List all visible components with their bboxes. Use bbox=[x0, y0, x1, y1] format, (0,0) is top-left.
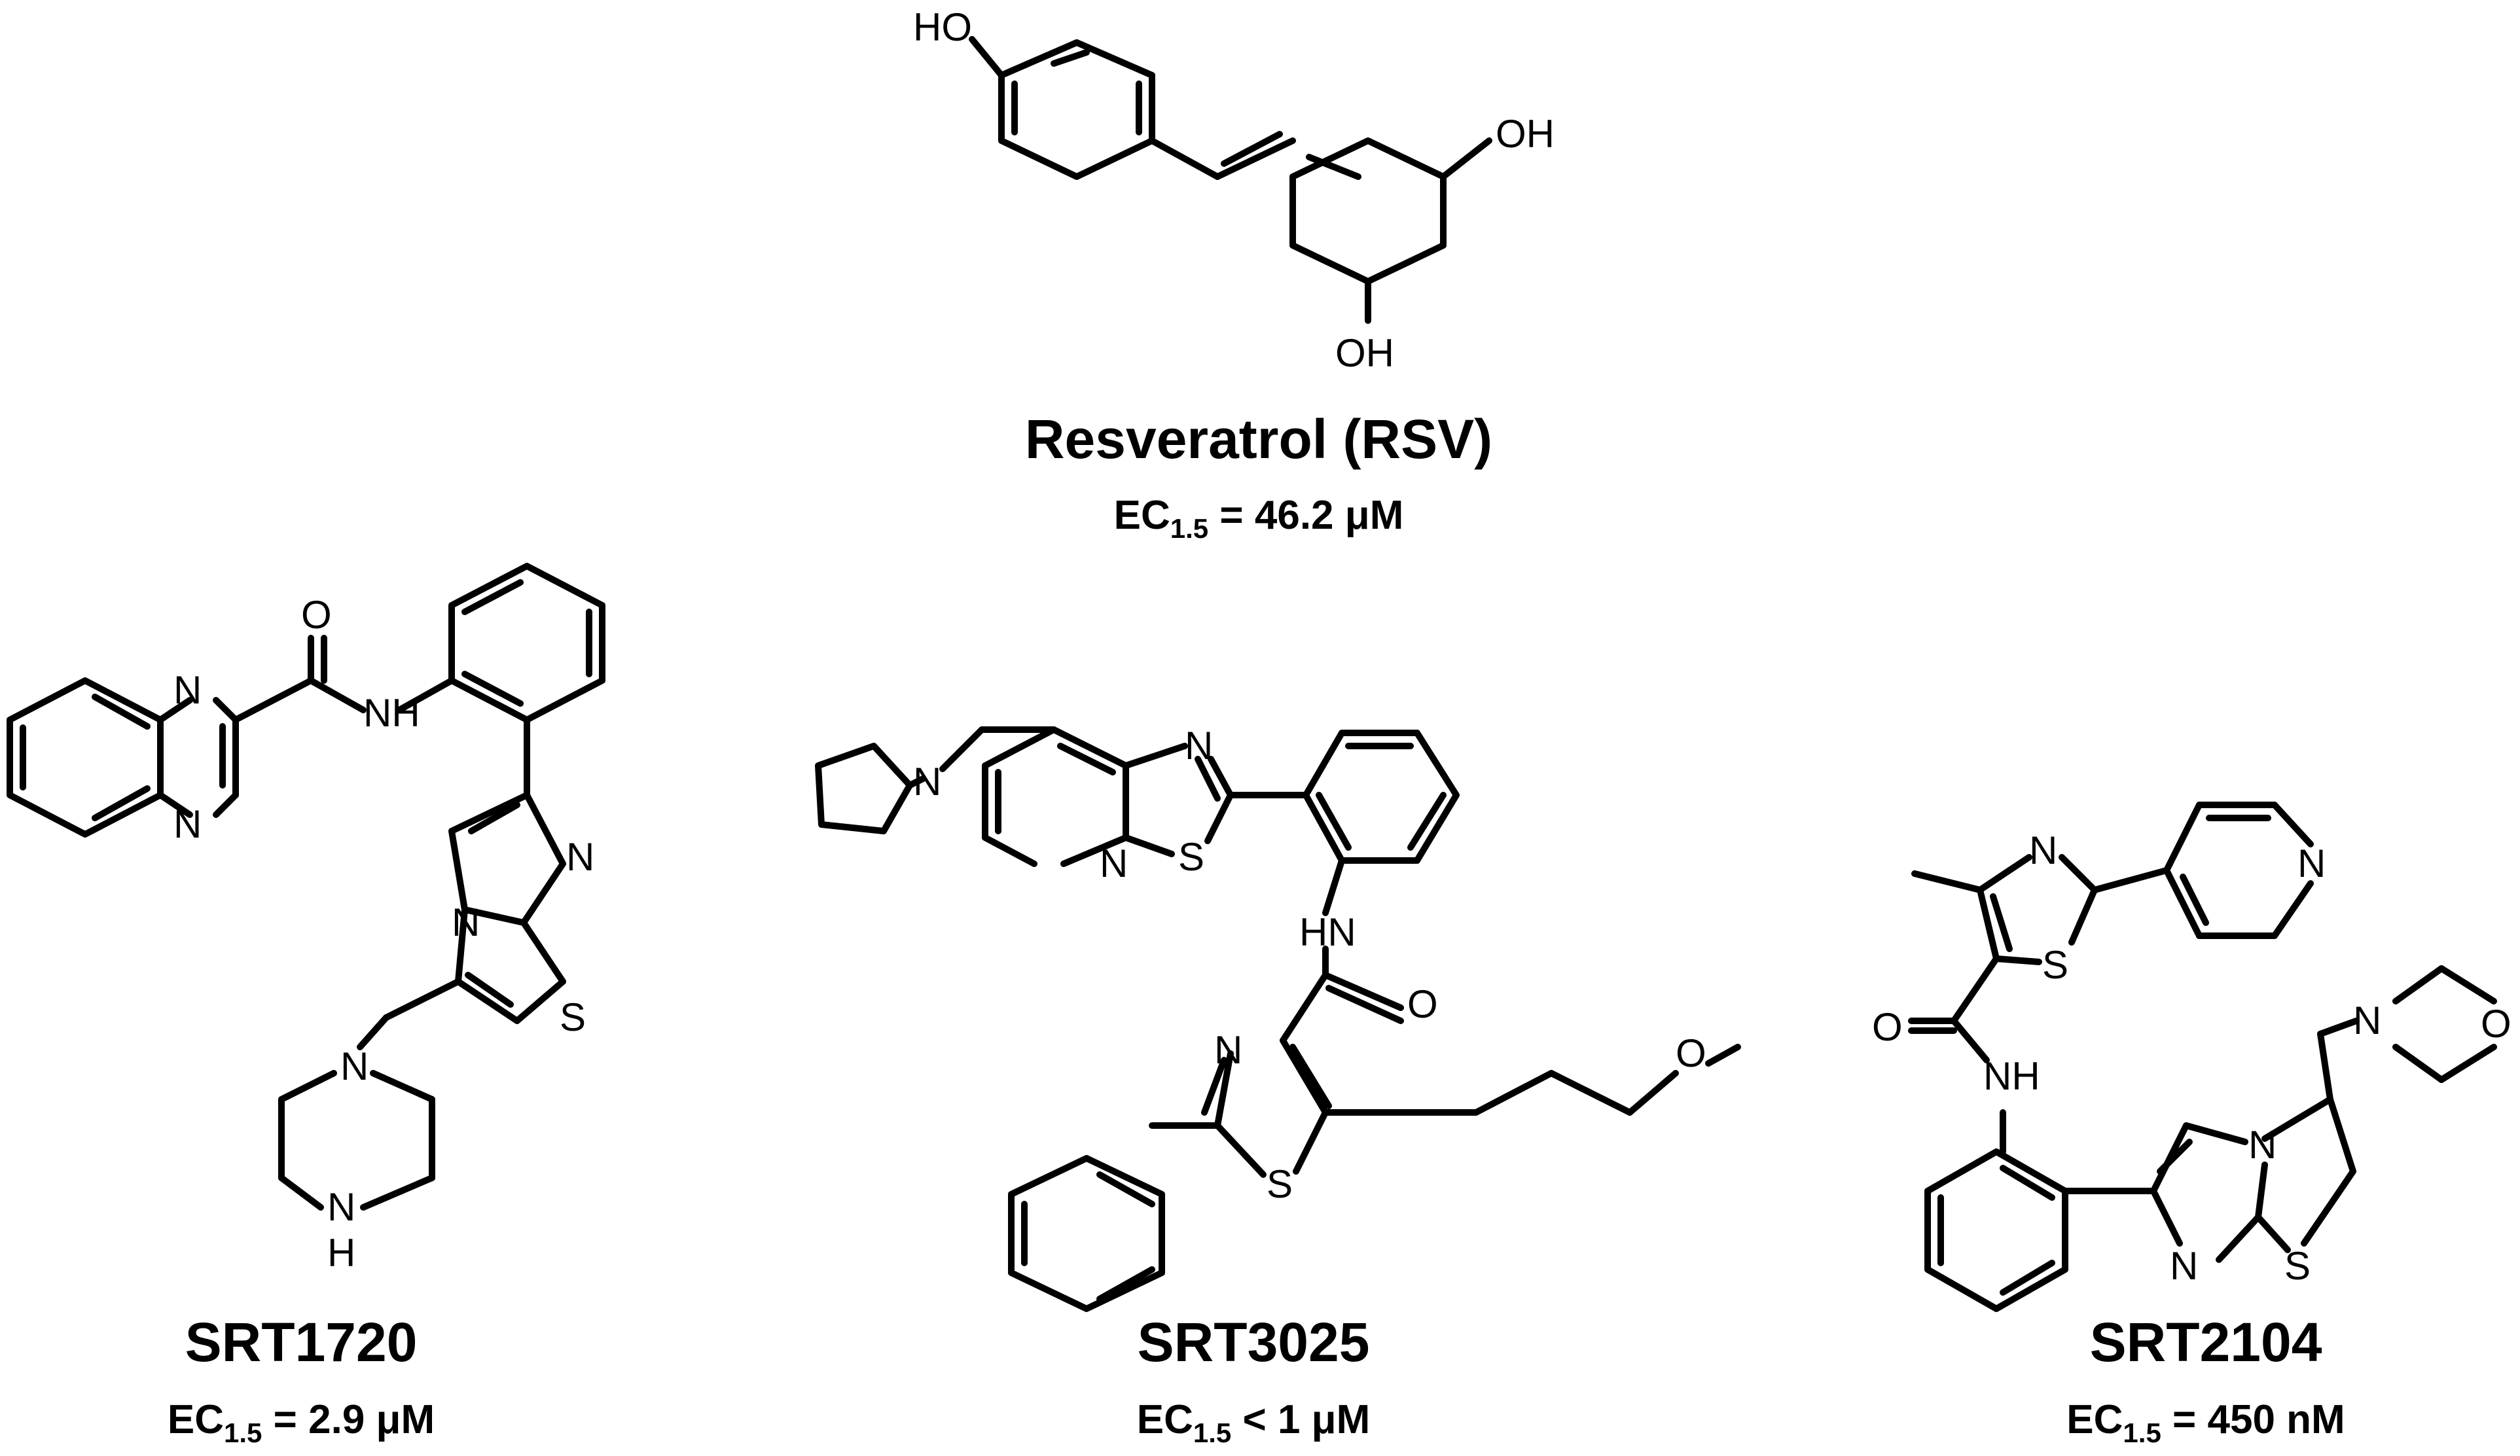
atom-n-pyrr: N bbox=[913, 760, 941, 804]
atom-ho-top: HO bbox=[913, 5, 972, 49]
compound-name-resveratrol: Resveratrol (RSV) bbox=[1025, 408, 1492, 470]
atom-n-pyr: N bbox=[2297, 842, 2326, 885]
compound-name-srt3025: SRT3025 bbox=[1138, 1311, 1370, 1373]
atom-nh: NH bbox=[1983, 1054, 2040, 1098]
compound-name-srt1720: SRT1720 bbox=[185, 1311, 418, 1373]
atom-s-thz: S bbox=[2042, 943, 2068, 987]
atom-s-imid: S bbox=[2284, 1244, 2311, 1288]
atom-n-bridge: N bbox=[2248, 1123, 2277, 1167]
atom-s: S bbox=[560, 995, 586, 1039]
atom-n-thz: N bbox=[2029, 828, 2057, 872]
atom-oh-right: OH bbox=[1496, 112, 1555, 156]
atom-s-thz: S bbox=[1178, 835, 1204, 879]
atom-hn: HN bbox=[1299, 910, 1356, 954]
atom-n1: N bbox=[173, 668, 202, 712]
structure-srt1720: N N O NH N N S N N H bbox=[7, 563, 605, 1275]
atom-n-pip: N bbox=[340, 1044, 369, 1088]
atom-s-thz2: S bbox=[1267, 1162, 1293, 1206]
atom-o-morph: O bbox=[2481, 1002, 2511, 1046]
atom-o-ether: O bbox=[1676, 1031, 1706, 1075]
atom-nh: NH bbox=[363, 691, 420, 735]
structure-srt3025: N N N S HN O N S O bbox=[815, 724, 1741, 1312]
atom-n-pyr: N bbox=[1100, 842, 1128, 885]
ec-value-resveratrol: EC1.5 = 46.2 μM bbox=[1114, 493, 1404, 544]
atom-o-amide: O bbox=[1872, 1005, 1903, 1049]
atom-o-amide: O bbox=[1407, 982, 1438, 1026]
atom-n-thz: N bbox=[1185, 724, 1213, 768]
atom-h-pip: H bbox=[327, 1231, 355, 1275]
atom-n-imid: N bbox=[2170, 1244, 2198, 1288]
atom-n-morph: N bbox=[2353, 999, 2381, 1042]
atom-n-thz2: N bbox=[1214, 1028, 1242, 1072]
compound-name-srt2104: SRT2104 bbox=[2090, 1311, 2322, 1373]
atom-n-bridge: N bbox=[452, 900, 480, 944]
atom-n2: N bbox=[173, 802, 202, 846]
atom-n-imid: N bbox=[566, 835, 594, 879]
structure-srt2104: N S N O NH N O N N S bbox=[1872, 802, 2511, 1312]
atom-oh-bottom: OH bbox=[1335, 331, 1394, 375]
atom-o: O bbox=[301, 593, 332, 637]
structure-resveratrol: HO OH OH bbox=[913, 5, 1555, 375]
ec-value-srt1720: EC1.5 = 2.9 μM bbox=[168, 1397, 435, 1448]
atom-nh-pip: N bbox=[327, 1185, 355, 1229]
ec-value-srt2104: EC1.5 = 450 nM bbox=[2066, 1397, 2345, 1448]
ec-value-srt3025: EC1.5 < 1 μM bbox=[1137, 1397, 1371, 1448]
